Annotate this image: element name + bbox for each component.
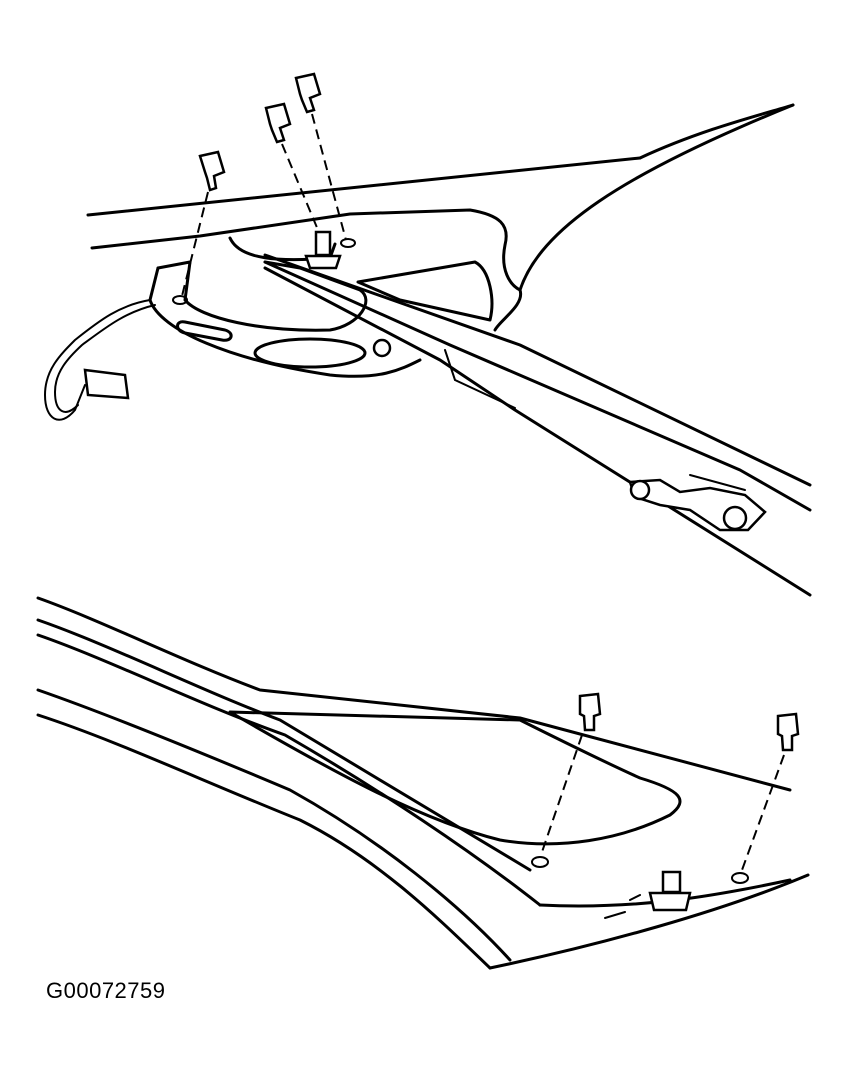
bolt-hole-bottom-1	[531, 856, 549, 868]
pivot-bolt	[372, 338, 392, 358]
hood-inner-panel	[518, 103, 795, 292]
wire-connector	[83, 368, 130, 400]
hinge-arm-ridge	[444, 349, 516, 409]
top-assembly-view	[44, 72, 812, 597]
hinge-arm-lower	[263, 260, 812, 512]
bottom-assembly-view	[36, 596, 810, 970]
hinge-mount-plate	[156, 260, 368, 332]
fender-edge-2	[36, 618, 532, 872]
fender-edge-top	[36, 596, 792, 792]
bolt-icon	[776, 712, 800, 752]
bolt-hole-top-1	[172, 295, 188, 305]
fastener-line-3	[311, 113, 347, 241]
hood-edge-upper	[86, 156, 642, 217]
body-panel-lower	[488, 873, 810, 970]
panel-recess	[356, 260, 494, 322]
bolt-hole-bottom-2	[731, 872, 749, 884]
bolt-icon	[264, 102, 292, 144]
latch-arm	[689, 474, 746, 491]
fastener-line-2	[281, 143, 319, 231]
bolt-icon	[294, 72, 322, 114]
fender-edge-3	[36, 633, 542, 907]
figure-id-label: G00072759	[46, 978, 166, 1003]
hinge-arm-upper	[263, 253, 812, 487]
mount-stud-base	[648, 891, 692, 912]
hinge-arm-outer	[263, 266, 812, 597]
plate-oval-opening	[253, 337, 367, 369]
fastener-line-4	[541, 734, 583, 853]
fender-edge-4	[36, 688, 512, 962]
pivot-stud	[314, 230, 332, 257]
bolt-icon	[578, 692, 602, 732]
hood-inner-edge	[90, 208, 523, 332]
wire-harness-2	[54, 304, 156, 413]
bolt-hole-top-3	[340, 238, 356, 248]
hinge-base-plate	[148, 298, 422, 378]
fender-edge-5	[36, 713, 492, 970]
bolt-icon	[198, 150, 226, 192]
plate-slot	[176, 320, 233, 342]
pivot-stud-base	[304, 254, 342, 270]
wire-harness	[44, 299, 151, 421]
mount-stud	[661, 870, 682, 894]
recess-panel	[228, 710, 682, 846]
fastener-line-5	[741, 754, 785, 871]
fastener-line-1	[181, 191, 209, 297]
mount-bracket	[604, 894, 641, 919]
latch-bolt-2	[722, 505, 748, 531]
latch-bolt-1	[629, 479, 651, 501]
